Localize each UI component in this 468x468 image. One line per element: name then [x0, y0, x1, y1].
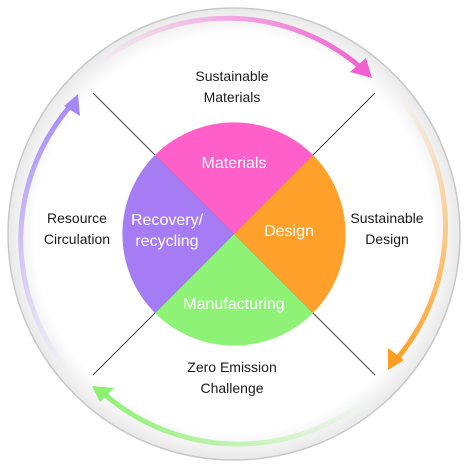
arrow-left-head-icon [64, 94, 80, 116]
recovery-recycling-label: Recovery/ recycling [130, 212, 204, 250]
design-segment [234, 155, 346, 313]
manufacturing-label: Manufacturing [183, 296, 285, 313]
arrow-left [18, 101, 75, 371]
sustainable-design-label: Sustainable Design [350, 210, 424, 247]
arrow-bottom [99, 389, 371, 447]
recovery-segment [122, 155, 234, 313]
arrow-right-head-icon [388, 348, 404, 370]
materials-label: Materials [201, 155, 267, 172]
arrow-top-head-icon [350, 58, 372, 78]
sustainable-materials-label: Sustainable Materials [195, 68, 269, 105]
design-label: Design [264, 223, 314, 240]
zero-emission-challenge-label: Zero Emission Challenge [187, 359, 277, 396]
arrow-right [391, 97, 448, 365]
manufacturing-segment [155, 234, 313, 346]
arrow-bottom-head-icon [92, 386, 114, 402]
arrow-top [93, 15, 369, 75]
resource-circulation-label: Resource Circulation [43, 210, 111, 247]
materials-segment [155, 122, 313, 234]
